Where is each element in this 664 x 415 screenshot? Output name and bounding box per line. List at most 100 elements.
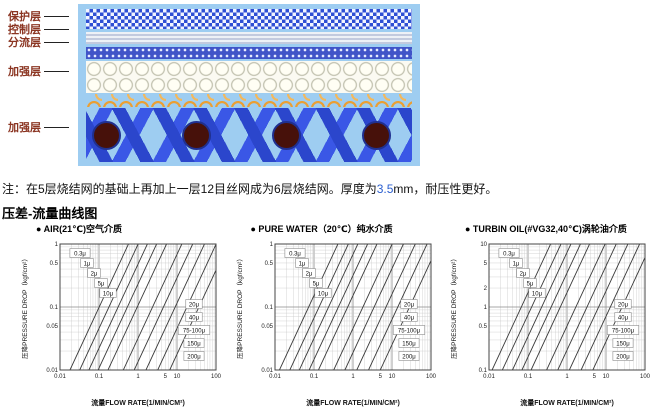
svg-text:压降PRESSURE DROP（kgf/cm²）: 压降PRESSURE DROP（kgf/cm²） [449,255,458,359]
svg-text:0.01: 0.01 [269,374,281,380]
distribution-layer-pattern [86,47,412,59]
svg-text:5μ: 5μ [527,282,534,288]
svg-text:5: 5 [484,261,488,267]
weave-wire-circle [92,121,121,150]
weave-wire-circle [362,121,391,150]
svg-text:0.01: 0.01 [483,374,495,380]
layer-label-reinforce-lower: 加强层 [8,119,69,135]
weave-wire-circle [272,121,301,150]
svg-text:0.3μ: 0.3μ [503,252,515,258]
svg-text:0.05: 0.05 [46,324,58,330]
svg-text:1: 1 [269,242,273,248]
label-leader-line [44,70,69,72]
weave-wire-circle [182,121,211,150]
svg-text:1: 1 [351,374,355,380]
svg-text:100: 100 [211,374,222,380]
svg-text:10: 10 [603,374,610,380]
svg-text:5μ: 5μ [98,282,105,288]
svg-text:0.01: 0.01 [54,374,66,380]
svg-text:10: 10 [388,374,395,380]
chart-title: ● AIR(21℃)空气介质 [36,224,123,234]
svg-text:100: 100 [640,374,651,380]
mesh-cross-section [78,4,420,166]
svg-text:0.1: 0.1 [50,305,59,311]
layer-label-text: 加强层 [8,122,41,134]
svg-text:0.1: 0.1 [95,374,104,380]
svg-text:流量FLOW RATE(1/MIN/CM²): 流量FLOW RATE(1/MIN/CM²) [520,398,614,407]
support-wire-circles-pattern [86,61,412,93]
label-leader-line [44,41,69,43]
layer-label-distribution: 分流层 [8,34,69,50]
svg-text:流量FLOW RATE(1/MIN/CM²): 流量FLOW RATE(1/MIN/CM²) [91,398,185,407]
label-leader-line [44,28,69,30]
svg-text:10μ: 10μ [103,292,114,298]
svg-text:0.05: 0.05 [261,324,273,330]
layer-label-text: 保护层 [8,11,41,23]
svg-text:5μ: 5μ [312,282,319,288]
svg-text:40μ: 40μ [189,316,200,322]
svg-text:流量FLOW RATE(1/MIN/CM²): 流量FLOW RATE(1/MIN/CM²) [306,398,400,407]
svg-text:0.1: 0.1 [524,374,533,380]
svg-text:10: 10 [174,374,181,380]
svg-text:1: 1 [565,374,569,380]
svg-text:2μ: 2μ [305,272,312,278]
svg-text:10: 10 [480,242,487,248]
svg-text:20μ: 20μ [618,303,629,309]
svg-text:75-100μ: 75-100μ [397,329,420,335]
svg-text:75-100μ: 75-100μ [183,329,206,335]
svg-text:5: 5 [378,374,382,380]
layer-label-protective: 保护层 [8,8,69,24]
svg-text:1μ: 1μ [298,262,305,268]
svg-text:0.3μ: 0.3μ [289,252,301,258]
svg-text:2: 2 [484,286,488,292]
svg-text:150μ: 150μ [616,342,630,348]
svg-text:20μ: 20μ [189,303,200,309]
svg-text:2μ: 2μ [520,272,527,278]
svg-text:5: 5 [593,374,597,380]
svg-text:0.5: 0.5 [479,324,488,330]
svg-text:1μ: 1μ [84,262,91,268]
svg-text:0.3μ: 0.3μ [74,252,86,258]
chart-title: ● TURBIN OIL(#VG32,40℃)涡轮油介质 [465,224,627,234]
svg-text:75-100μ: 75-100μ [612,329,635,335]
note-text: 注：在5层烧结网的基础上再加上一层12目丝网成为6层烧结网。厚度为3.5mm，耐… [2,182,662,197]
svg-text:100: 100 [425,374,436,380]
svg-text:1: 1 [136,374,140,380]
note-suffix: mm，耐压性更好。 [393,182,498,196]
chart-series-lines [491,244,645,370]
layer-label-text: 加强层 [8,66,41,78]
svg-text:0.01: 0.01 [46,368,58,374]
orange-wave-pattern [86,94,412,107]
control-layer-pattern [86,32,412,44]
svg-text:10μ: 10μ [317,292,328,298]
svg-text:0.5: 0.5 [50,261,59,267]
chart-series-lines [278,244,431,370]
svg-text:1μ: 1μ [513,262,520,268]
svg-text:10μ: 10μ [532,292,543,298]
svg-text:40μ: 40μ [403,316,414,322]
layer-label-text: 分流层 [8,37,41,49]
sintered-mesh-diagram: 保护层 控制层 分流层 加强层 加强层 [0,0,664,168]
svg-text:200μ: 200μ [402,355,416,361]
note-highlight: 3.5 [376,182,394,196]
svg-text:0.5: 0.5 [264,261,273,267]
svg-text:5: 5 [164,374,168,380]
svg-text:40μ: 40μ [618,316,629,322]
svg-text:0.1: 0.1 [309,374,318,380]
section-title: 压差-流量曲线图 [2,206,98,221]
chart-title: ● PURE WATER（20℃）纯水介质 [250,224,393,234]
svg-text:1: 1 [484,305,488,311]
chart-panel-water: ● PURE WATER（20℃）纯水介质 0.01 0.1 1 5 10 100 0.01… [233,222,444,408]
svg-text:0.01: 0.01 [261,368,273,374]
svg-text:0.1: 0.1 [479,368,488,374]
chart-panel-air: ● AIR(21℃)空气介质 0.01 0.1 1 5 10 100 0.01 0.05 0.1… [18,222,229,408]
reinforce-weave-pattern [86,108,412,162]
